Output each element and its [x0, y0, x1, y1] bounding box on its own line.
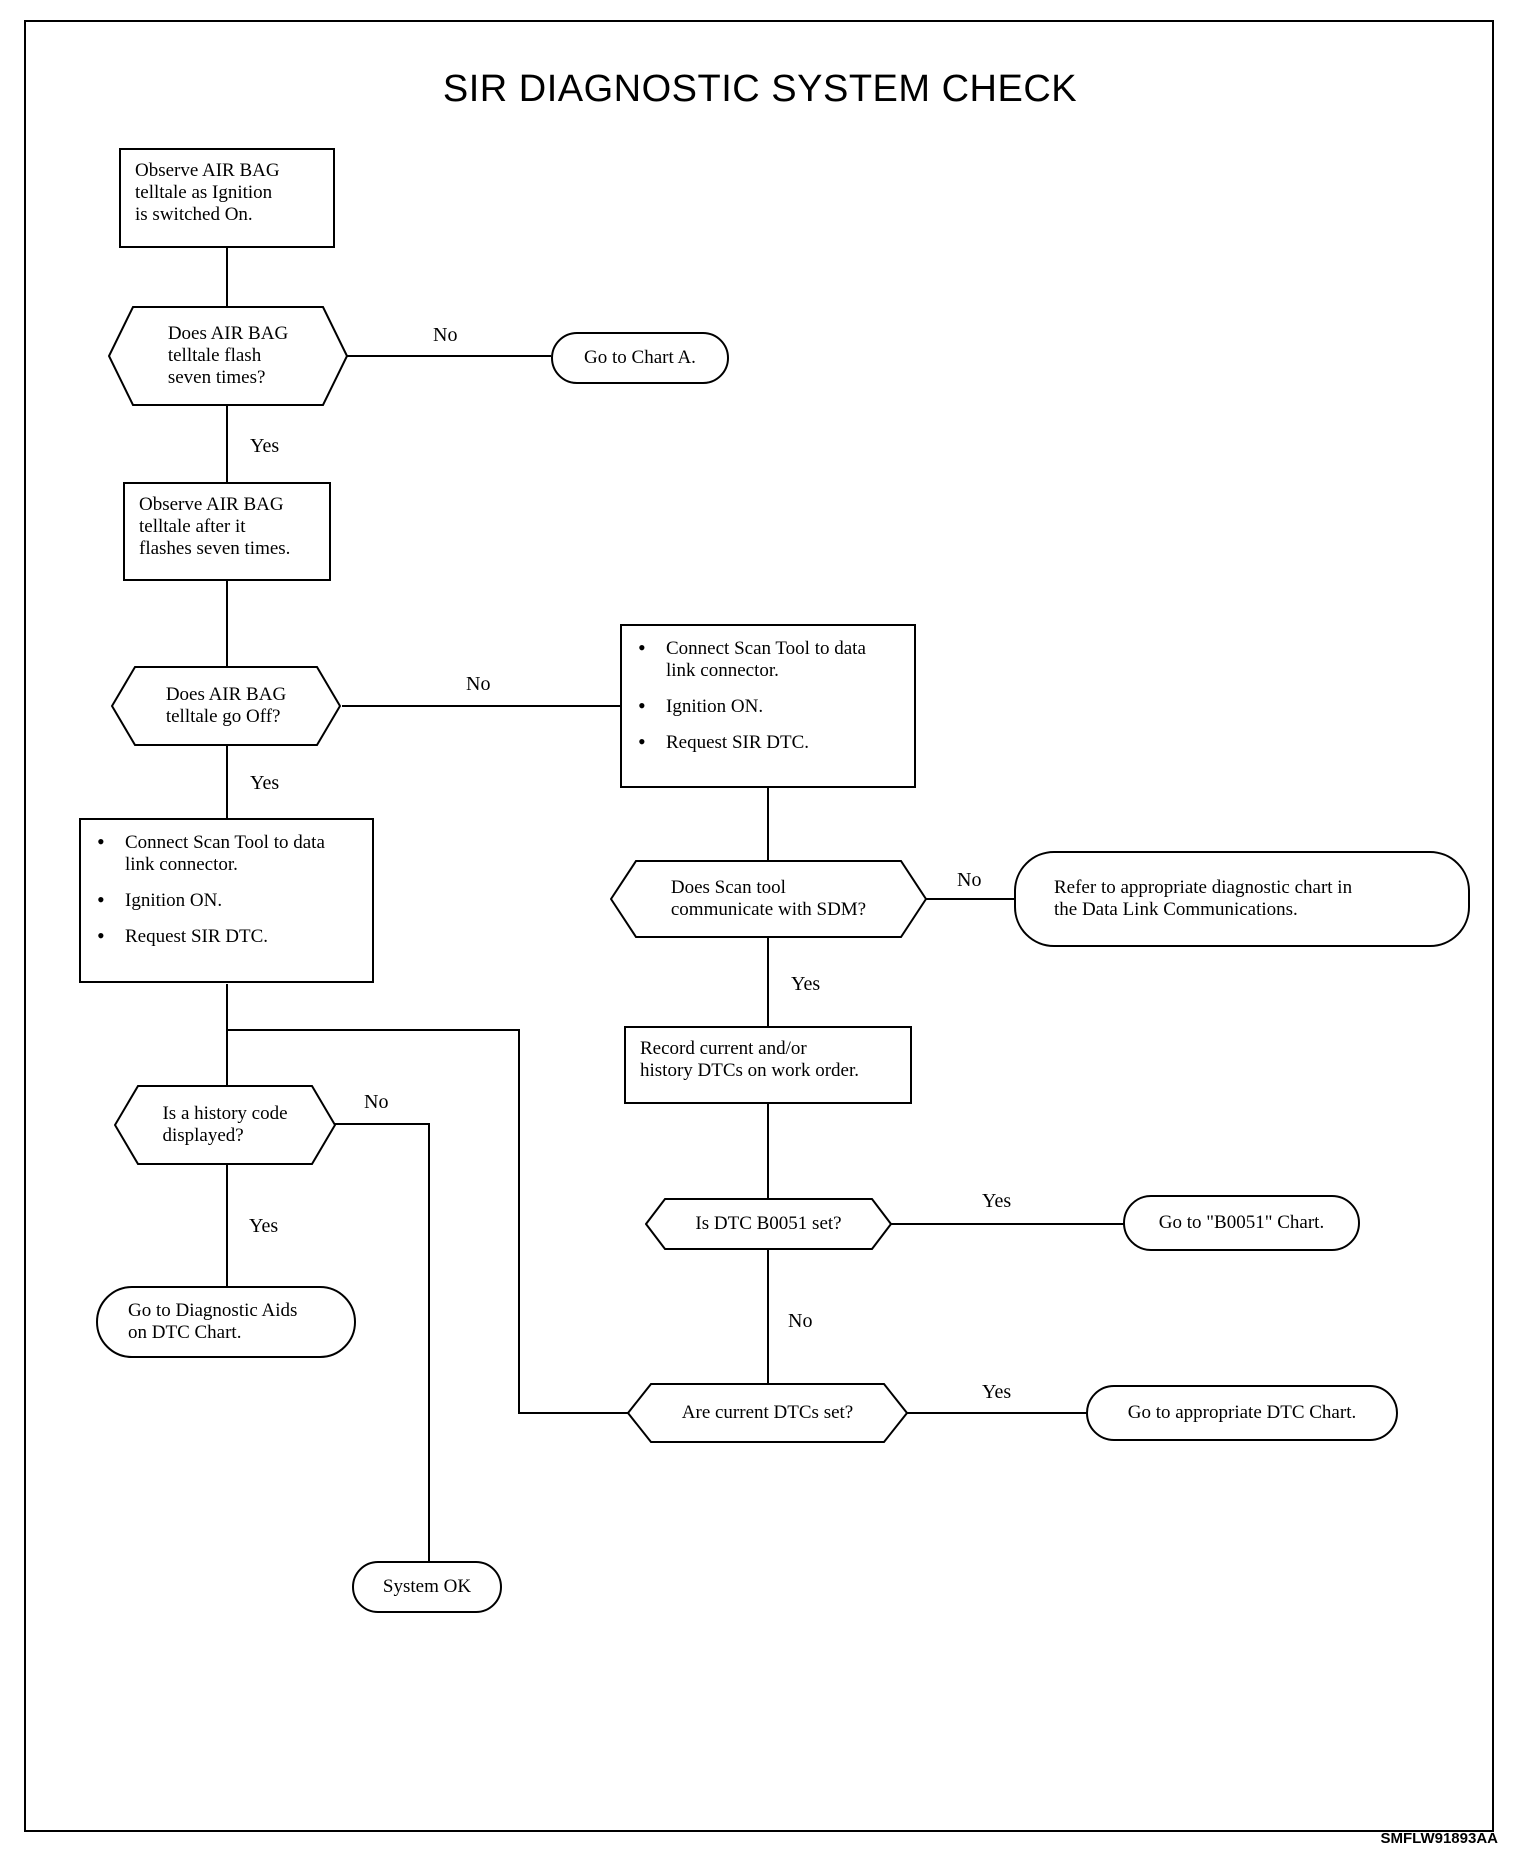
- go-to-dtc-chart-terminal: Go to appropriate DTC Chart.: [1086, 1385, 1398, 1441]
- figure-reference-code: SMFLW91893AA: [1380, 1830, 1498, 1847]
- connector: [335, 1123, 430, 1562]
- diagram-frame: [24, 20, 1494, 1832]
- decision-diamond-shape: [108, 306, 348, 406]
- branch-label-yes: Yes: [791, 973, 821, 995]
- observe-ignition-box: Observe AIR BAG telltale as Ignition is …: [119, 148, 335, 248]
- scan-tool-steps-right: Connect Scan Tool to data link connector…: [620, 624, 916, 788]
- step-item: Request SIR DTC.: [636, 731, 900, 754]
- record-dtc-box: Record current and/or history DTCs on wo…: [624, 1026, 912, 1104]
- decision-diamond-shape: [627, 1383, 908, 1443]
- step-item: Ignition ON.: [95, 889, 358, 912]
- decision-text: Are current DTCs set?: [681, 1402, 854, 1423]
- decision-text: Is DTC B0051 set?: [695, 1213, 842, 1234]
- decision-telltale-flash: Does AIR BAG telltale flash seven times?: [108, 306, 348, 406]
- branch-label-no: No: [957, 869, 982, 891]
- go-to-chart-a-terminal: Go to Chart A.: [551, 332, 729, 384]
- connector: [227, 1029, 628, 1414]
- step-item: Request SIR DTC.: [95, 925, 358, 948]
- decision-text: Is a history code displayed?: [162, 1103, 288, 1146]
- branch-label-yes: Yes: [249, 1215, 279, 1237]
- go-to-diagnostic-aids-terminal: Go to Diagnostic Aids on DTC Chart.: [96, 1286, 356, 1358]
- decision-diamond-shape: [111, 666, 341, 746]
- go-to-b0051-terminal: Go to "B0051" Chart.: [1123, 1195, 1360, 1251]
- step-item: Ignition ON.: [636, 695, 900, 718]
- decision-text: Does AIR BAG telltale go Off?: [165, 684, 287, 727]
- branch-label-no: No: [364, 1091, 389, 1113]
- branch-label-yes: Yes: [982, 1190, 1012, 1212]
- system-ok-terminal: System OK: [352, 1561, 502, 1613]
- decision-scan-communicate: Does Scan tool communicate with SDM?: [610, 860, 927, 938]
- branch-label-no: No: [433, 324, 458, 346]
- branch-label-no: No: [788, 1310, 813, 1332]
- decision-text: Does Scan tool communicate with SDM?: [670, 877, 867, 920]
- step-item: Connect Scan Tool to data link connector…: [95, 831, 358, 876]
- refer-data-link-terminal: Refer to appropriate diagnostic chart in…: [1014, 851, 1470, 947]
- observe-after-flash-box: Observe AIR BAG telltale after it flashe…: [123, 482, 331, 581]
- decision-diamond-shape: [114, 1085, 336, 1165]
- branch-label-yes: Yes: [982, 1381, 1012, 1403]
- decision-dtc-b0051: Is DTC B0051 set?: [645, 1198, 892, 1250]
- decision-diamond-shape: [610, 860, 927, 938]
- scan-tool-steps-left: Connect Scan Tool to data link connector…: [79, 818, 374, 983]
- page-title: SIR DIAGNOSTIC SYSTEM CHECK: [442, 68, 1078, 110]
- decision-diamond-shape: [645, 1198, 892, 1250]
- step-item: Connect Scan Tool to data link connector…: [636, 637, 900, 682]
- branch-label-yes: Yes: [250, 772, 280, 794]
- decision-history-code: Is a history code displayed?: [114, 1085, 336, 1165]
- decision-current-dtcs: Are current DTCs set?: [627, 1383, 908, 1443]
- decision-text: Does AIR BAG telltale flash seven times?: [167, 323, 289, 388]
- decision-telltale-off: Does AIR BAG telltale go Off?: [111, 666, 341, 746]
- branch-label-yes: Yes: [250, 435, 280, 457]
- branch-label-no: No: [466, 673, 491, 695]
